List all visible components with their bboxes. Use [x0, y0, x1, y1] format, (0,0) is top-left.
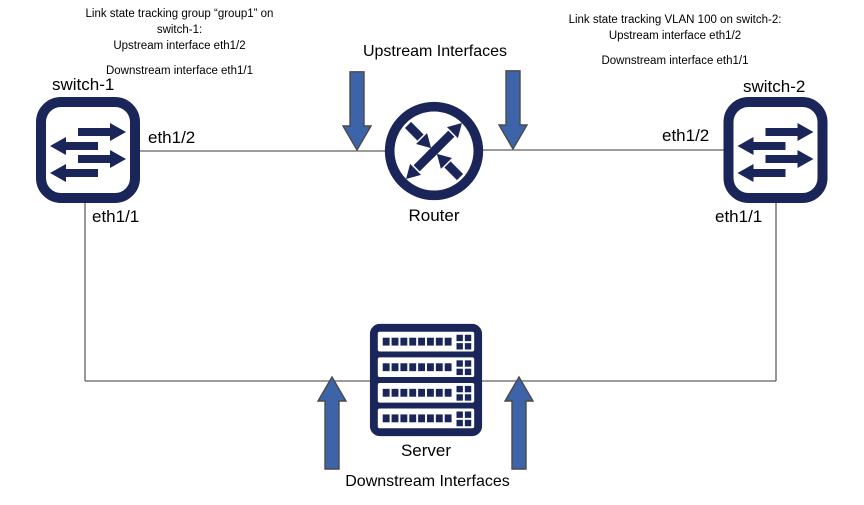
annotation-line: Link state tracking group “group1” on	[85, 8, 274, 20]
switch1-label: switch-1	[52, 75, 115, 94]
annotation-line: Upstream interface eth1/2	[113, 40, 246, 52]
switch-icon	[723, 97, 828, 203]
server-icon	[369, 323, 483, 437]
router-label: Router	[408, 206, 460, 225]
upstream-interfaces-label: Upstream Interfaces	[362, 43, 508, 60]
annotation-line: Upstream interface eth1/2	[608, 30, 742, 42]
router-icon	[384, 101, 484, 201]
server-label: Server	[400, 441, 452, 460]
downstream-interfaces-label: Downstream Interfaces	[345, 473, 510, 490]
eth11-right-label: eth1/1	[715, 207, 763, 226]
annotation-line: switch-1:	[156, 24, 203, 36]
annotation-switch1-tracking: Link state tracking group “group1” on sw…	[62, 6, 297, 79]
down-block-arrow-icon	[342, 71, 372, 151]
annotation-switch2-tracking: Link state tracking VLAN 100 on switch-2…	[545, 12, 805, 69]
switch-icon	[36, 97, 140, 203]
annotation-line: Downstream interface eth1/1	[105, 65, 254, 77]
switch2-label: switch-2	[743, 77, 806, 96]
annotation-line: Link state tracking VLAN 100 on switch-2…	[568, 14, 782, 26]
eth12-right-label: eth1/2	[662, 126, 710, 145]
down-block-arrow-icon	[498, 70, 528, 150]
eth12-left-label: eth1/2	[148, 128, 196, 147]
eth11-left-label: eth1/1	[92, 207, 140, 226]
up-block-arrow-icon	[317, 376, 347, 470]
up-block-arrow-icon	[504, 376, 534, 470]
annotation-line: Downstream interface eth1/1	[601, 55, 749, 67]
